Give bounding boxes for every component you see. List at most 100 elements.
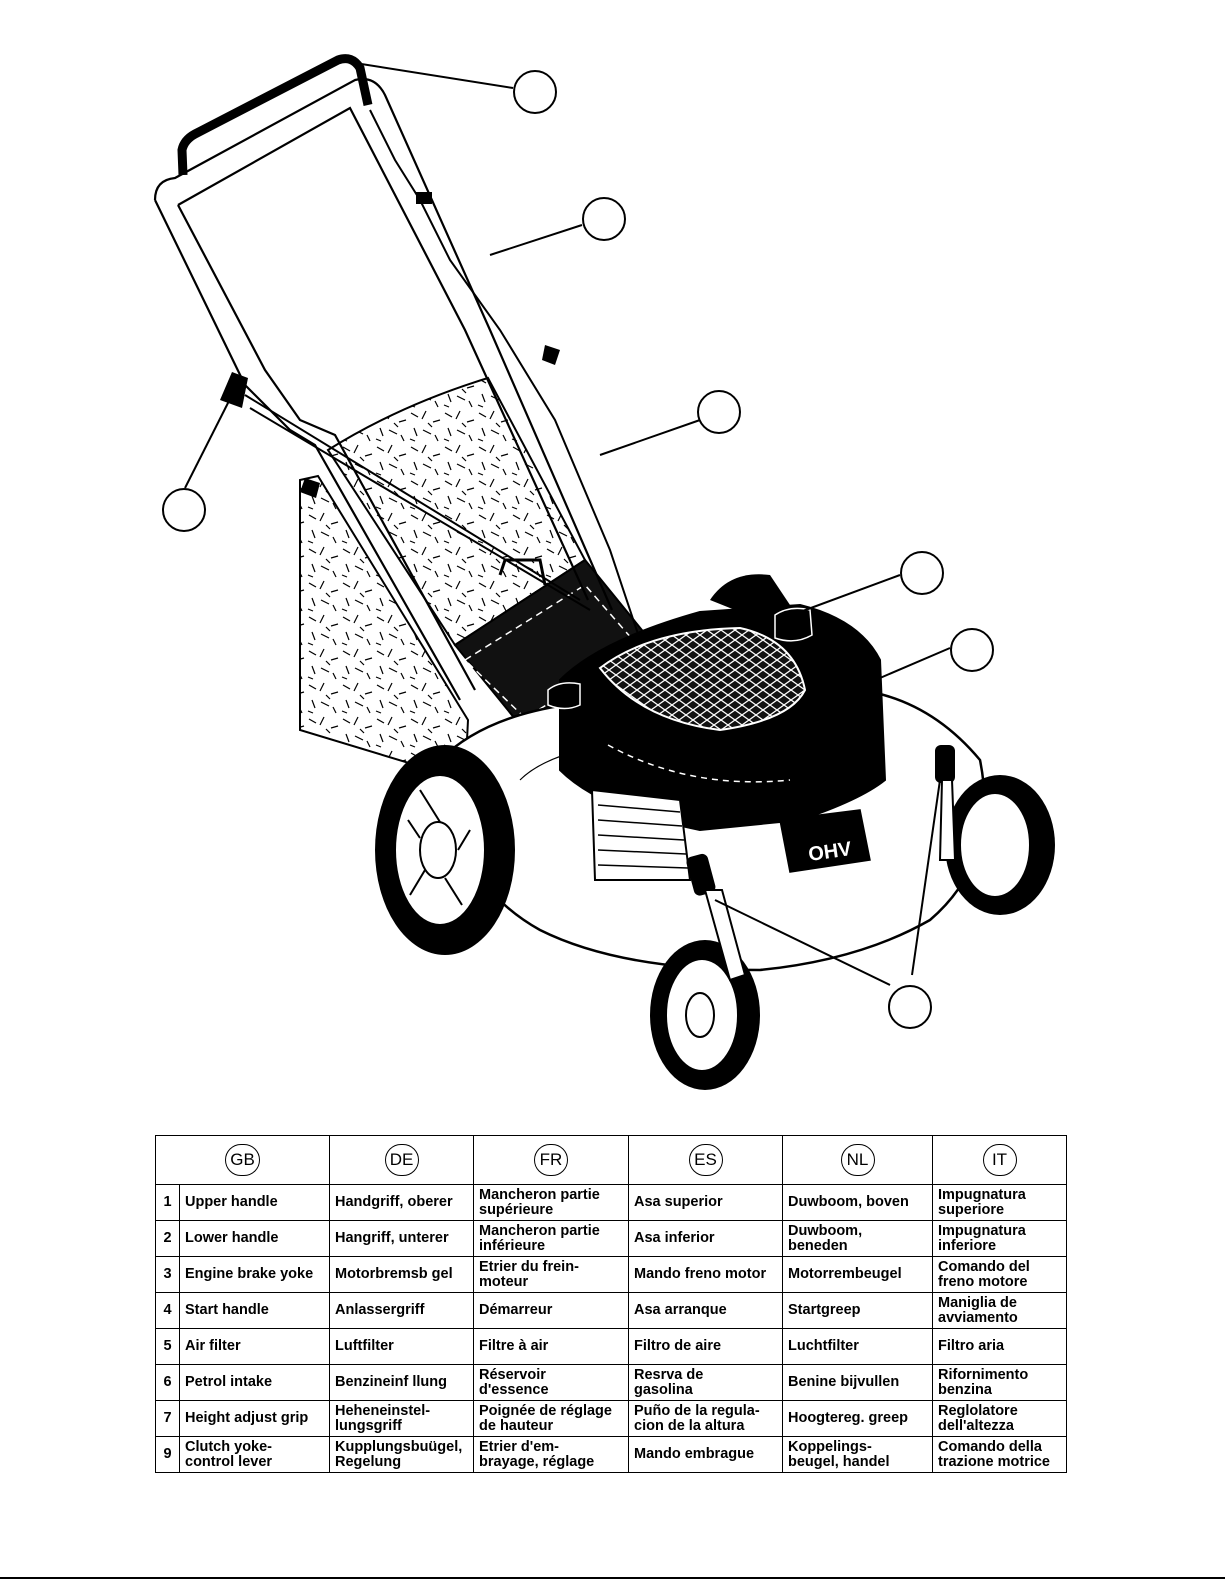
part-name-fr: Mancheron partie inférieure bbox=[473, 1220, 629, 1257]
part-label-it: Filtro aria bbox=[938, 1338, 1005, 1354]
part-label-gb: Upper handle bbox=[185, 1194, 278, 1210]
part-label-fr: Mancheron partie inférieure bbox=[479, 1222, 600, 1254]
part-name-nl: Benine bijvullen bbox=[782, 1364, 933, 1401]
part-name-it: Impugnatura inferiore bbox=[932, 1220, 1067, 1257]
part-label-nl: Duwboom, boven bbox=[788, 1194, 909, 1210]
part-label-de: Hangriff, unterer bbox=[335, 1230, 449, 1246]
part-name-gb: Clutch yoke- control lever bbox=[179, 1436, 330, 1473]
front-left-wheel bbox=[650, 940, 760, 1090]
part-name-fr: Etrier d'em- brayage, réglage bbox=[473, 1436, 629, 1473]
callout-circle bbox=[582, 197, 626, 241]
part-name-de: Handgriff, oberer bbox=[329, 1184, 474, 1221]
part-number: 3 bbox=[155, 1256, 180, 1293]
part-label-de: Motorbremsb gel bbox=[335, 1266, 453, 1282]
part-label-es: Mando freno motor bbox=[634, 1266, 767, 1282]
callout-circle bbox=[162, 488, 206, 532]
part-number: 9 bbox=[155, 1436, 180, 1473]
page-bottom-rule bbox=[0, 1577, 1225, 1579]
header-es: ES bbox=[628, 1135, 783, 1185]
part-name-nl: Hoogtereg. greep bbox=[782, 1400, 933, 1437]
part-name-nl: Koppelings- beugel, handel bbox=[782, 1436, 933, 1473]
part-label-it: Impugnatura inferiore bbox=[938, 1222, 1026, 1254]
part-label-de: Kupplungsbuügel, Regelung bbox=[335, 1438, 463, 1470]
part-name-it: Reglolatore dell'altezza bbox=[932, 1400, 1067, 1437]
part-name-it: Filtro aria bbox=[932, 1328, 1067, 1365]
callout-circle bbox=[697, 390, 741, 434]
part-number: 5 bbox=[155, 1328, 180, 1365]
part-label-gb: Air filter bbox=[185, 1338, 241, 1354]
part-label-it: Rifornimento benzina bbox=[938, 1366, 1029, 1398]
part-label-fr: Etrier d'em- brayage, réglage bbox=[479, 1438, 595, 1470]
part-label-nl: Benine bijvullen bbox=[788, 1374, 900, 1390]
part-number: 1 bbox=[155, 1184, 180, 1221]
part-label-es: Filtro de aire bbox=[634, 1338, 722, 1354]
language-badge-it: IT bbox=[982, 1144, 1017, 1176]
rear-right-wheel bbox=[710, 574, 790, 620]
part-label-fr: Etrier du frein- moteur bbox=[479, 1258, 579, 1290]
part-number: 4 bbox=[155, 1292, 180, 1329]
height-adjust-levers bbox=[686, 745, 957, 982]
part-label-es: Asa superior bbox=[634, 1194, 723, 1210]
part-number: 6 bbox=[155, 1364, 180, 1401]
header-de: DE bbox=[329, 1135, 474, 1185]
part-name-es: Mando embrague bbox=[628, 1436, 783, 1473]
part-label-nl: Motorrembeugel bbox=[788, 1266, 902, 1282]
rear-left-wheel bbox=[375, 745, 515, 955]
part-label-es: Resrva de gasolina bbox=[634, 1366, 704, 1398]
part-label-gb: Petrol intake bbox=[185, 1374, 273, 1390]
part-name-de: Motorbremsb gel bbox=[329, 1256, 474, 1293]
language-badge-de: DE bbox=[384, 1144, 419, 1176]
language-badge-nl: NL bbox=[840, 1144, 875, 1176]
part-number: 2 bbox=[155, 1220, 180, 1257]
table-row: 3 Engine brake yoke Motorbremsb gel Etrier … bbox=[155, 1256, 1067, 1293]
callout-circle bbox=[888, 985, 932, 1029]
callout-circle bbox=[900, 551, 944, 595]
part-label-gb: Clutch yoke- control lever bbox=[185, 1438, 273, 1470]
part-name-es: Resrva de gasolina bbox=[628, 1364, 783, 1401]
part-label-de: Benzineinf llung bbox=[335, 1374, 447, 1390]
part-name-gb: Height adjust grip bbox=[179, 1400, 330, 1437]
callout-leader-lines bbox=[184, 62, 951, 986]
part-label-nl: Duwboom, beneden bbox=[788, 1222, 863, 1254]
part-name-it: Impugnatura superiore bbox=[932, 1184, 1067, 1221]
header-spacer: GB bbox=[155, 1135, 330, 1185]
part-name-es: Puño de la regula- cion de la altura bbox=[628, 1400, 783, 1437]
part-number: 7 bbox=[155, 1400, 180, 1437]
part-name-fr: Réservoir d'essence bbox=[473, 1364, 629, 1401]
part-name-de: Anlassergriff bbox=[329, 1292, 474, 1329]
part-name-de: Benzineinf llung bbox=[329, 1364, 474, 1401]
part-label-de: Luftfilter bbox=[335, 1338, 394, 1354]
part-name-nl: Duwboom, boven bbox=[782, 1184, 933, 1221]
part-label-fr: Mancheron partie supérieure bbox=[479, 1186, 600, 1218]
part-name-gb: Lower handle bbox=[179, 1220, 330, 1257]
part-label-fr: Poignée de réglage de hauteur bbox=[479, 1402, 612, 1434]
part-name-de: Luftfilter bbox=[329, 1328, 474, 1365]
part-label-gb: Engine brake yoke bbox=[185, 1266, 314, 1282]
part-name-es: Asa inferior bbox=[628, 1220, 783, 1257]
part-name-nl: Startgreep bbox=[782, 1292, 933, 1329]
part-name-fr: Etrier du frein- moteur bbox=[473, 1256, 629, 1293]
part-name-it: Rifornimento benzina bbox=[932, 1364, 1067, 1401]
part-label-it: Impugnatura superiore bbox=[938, 1186, 1026, 1218]
part-name-fr: Poignée de réglage de hauteur bbox=[473, 1400, 629, 1437]
language-badge-gb: GB bbox=[225, 1144, 260, 1176]
part-label-es: Mando embrague bbox=[634, 1446, 755, 1462]
part-name-fr: Mancheron partie supérieure bbox=[473, 1184, 629, 1221]
part-name-nl: Luchtfilter bbox=[782, 1328, 933, 1365]
grass-catcher-bag bbox=[299, 376, 652, 782]
part-label-nl: Startgreep bbox=[788, 1302, 861, 1318]
header-fr: FR bbox=[473, 1135, 629, 1185]
engine: OHV bbox=[547, 603, 887, 881]
front-right-wheel bbox=[945, 775, 1055, 915]
part-name-gb: Petrol intake bbox=[179, 1364, 330, 1401]
part-name-es: Mando freno motor bbox=[628, 1256, 783, 1293]
part-label-nl: Luchtfilter bbox=[788, 1338, 859, 1354]
part-name-gb: Start handle bbox=[179, 1292, 330, 1329]
part-label-gb: Start handle bbox=[185, 1302, 269, 1318]
part-name-it: Maniglia de avviamento bbox=[932, 1292, 1067, 1329]
part-name-it: Comando della trazione motrice bbox=[932, 1436, 1067, 1473]
parts-legend-table: GB DE FR ES NL IT 1 Upper handle Handgriff… bbox=[155, 1135, 1067, 1473]
